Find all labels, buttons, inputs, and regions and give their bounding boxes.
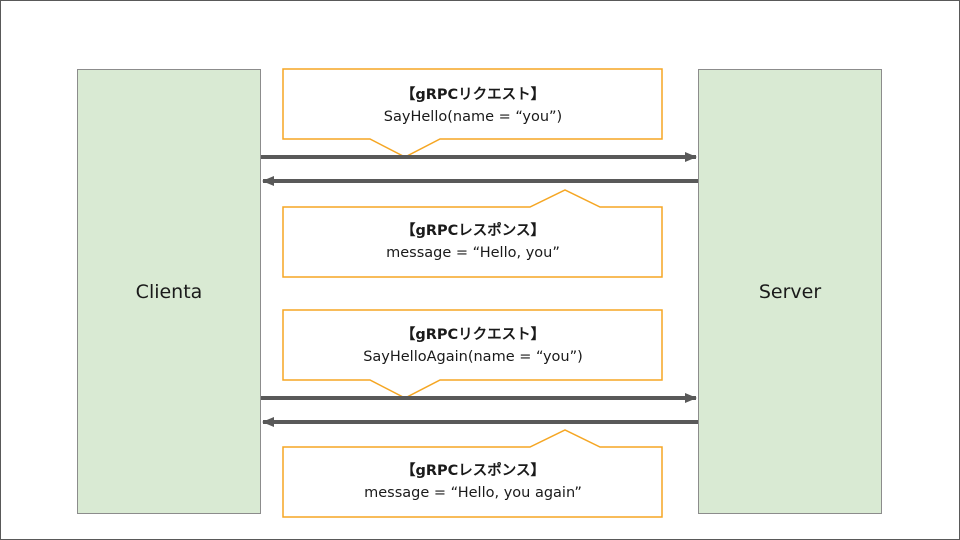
callout-text-response-2: 【gRPCレスポンス】 message = “Hello, you again” bbox=[284, 460, 662, 504]
callout-request-1 bbox=[282, 68, 663, 158]
message-title: 【gRPCリクエスト】 bbox=[400, 327, 546, 343]
client-lane: Clienta bbox=[77, 69, 261, 514]
client-label: Clienta bbox=[135, 280, 203, 303]
message-title: 【gRPCレスポンス】 bbox=[400, 223, 546, 239]
callout-text-request-2: 【gRPCリクエスト】 SayHelloAgain(name = “you”) bbox=[284, 324, 662, 368]
message-title: 【gRPCレスポンス】 bbox=[400, 463, 546, 479]
server-lane: Server bbox=[698, 69, 882, 514]
callout-response-2 bbox=[282, 429, 663, 518]
callout-text-request-1: 【gRPCリクエスト】 SayHello(name = “you”) bbox=[284, 84, 662, 128]
callout-request-2 bbox=[282, 309, 663, 399]
message-body: message = “Hello, you” bbox=[386, 245, 560, 261]
callout-text-response-1: 【gRPCレスポンス】 message = “Hello, you” bbox=[284, 220, 662, 264]
server-label: Server bbox=[758, 280, 822, 303]
callout-response-1 bbox=[282, 189, 663, 278]
message-title: 【gRPCリクエスト】 bbox=[400, 87, 546, 103]
message-body: SayHello(name = “you”) bbox=[383, 109, 563, 125]
message-body: message = “Hello, you again” bbox=[364, 485, 582, 501]
message-body: SayHelloAgain(name = “you”) bbox=[363, 349, 583, 365]
